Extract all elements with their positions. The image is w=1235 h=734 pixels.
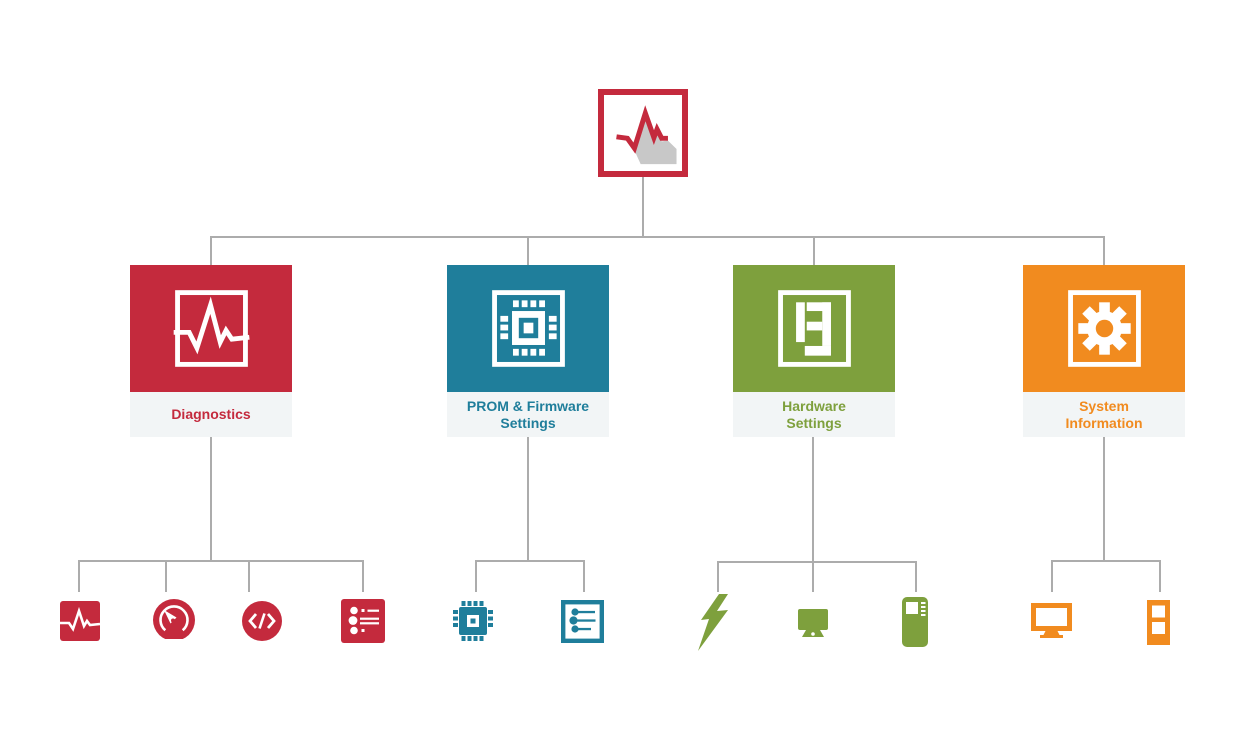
connector-line <box>248 560 250 592</box>
pulse-square-icon[interactable] <box>60 601 100 641</box>
monitor-outline-icon[interactable] <box>1029 599 1074 644</box>
connector-line <box>1051 560 1053 592</box>
card-hardware[interactable]: Hardware Settings <box>733 265 895 437</box>
monitor-solid-icon[interactable] <box>793 604 833 645</box>
chip-solid-icon[interactable] <box>451 599 495 643</box>
pulse-monitor-icon <box>173 290 250 367</box>
card-system-info-label: System Information <box>1023 392 1185 437</box>
chip-icon <box>491 290 565 367</box>
circuit-board-icon[interactable] <box>561 600 604 643</box>
connector-line <box>527 437 529 561</box>
connector-line <box>165 560 167 592</box>
connector-line <box>1051 560 1161 562</box>
handheld-device-icon[interactable] <box>897 596 933 648</box>
gear-icon <box>1067 290 1141 367</box>
connector-line <box>210 236 1105 238</box>
connector-line <box>813 236 815 265</box>
code-icon[interactable] <box>242 601 282 641</box>
circuit-traces-icon[interactable] <box>341 599 385 643</box>
card-hardware-icon-area <box>733 265 895 392</box>
card-prom-firmware-label: PROM & Firmware Settings <box>447 392 609 437</box>
connector-line <box>583 560 585 592</box>
pulse-chart-icon <box>616 105 677 165</box>
connector-line <box>362 560 364 592</box>
connector-line <box>475 560 477 592</box>
card-diagnostics-icon-area <box>130 265 292 392</box>
card-prom-firmware-icon-area <box>447 265 609 392</box>
card-diagnostics[interactable]: Diagnostics <box>130 265 292 437</box>
connector-line <box>78 560 80 592</box>
root-node[interactable] <box>598 89 688 177</box>
connector-line <box>78 560 364 562</box>
gauge-icon[interactable] <box>152 599 196 643</box>
card-system-info[interactable]: System Information <box>1023 265 1185 437</box>
connector-line <box>1103 236 1105 265</box>
connector-line <box>210 437 212 561</box>
tower-icon[interactable] <box>1141 599 1175 646</box>
connector-line <box>1159 560 1161 592</box>
connector-line <box>527 236 529 265</box>
connector-line <box>915 561 917 592</box>
lightning-bolt-icon[interactable] <box>694 594 732 652</box>
connector-line <box>717 561 719 592</box>
connector-line <box>1103 437 1105 561</box>
card-diagnostics-label: Diagnostics <box>130 392 292 437</box>
connector-line <box>475 560 585 562</box>
card-prom-firmware[interactable]: PROM & Firmware Settings <box>447 265 609 437</box>
connector-line <box>210 236 212 265</box>
connector-line <box>812 437 814 592</box>
connector-line <box>642 177 644 237</box>
card-hardware-label: Hardware Settings <box>733 392 895 437</box>
connector-line <box>717 561 917 563</box>
hardware-frame-icon <box>777 290 851 367</box>
card-system-info-icon-area <box>1023 265 1185 392</box>
